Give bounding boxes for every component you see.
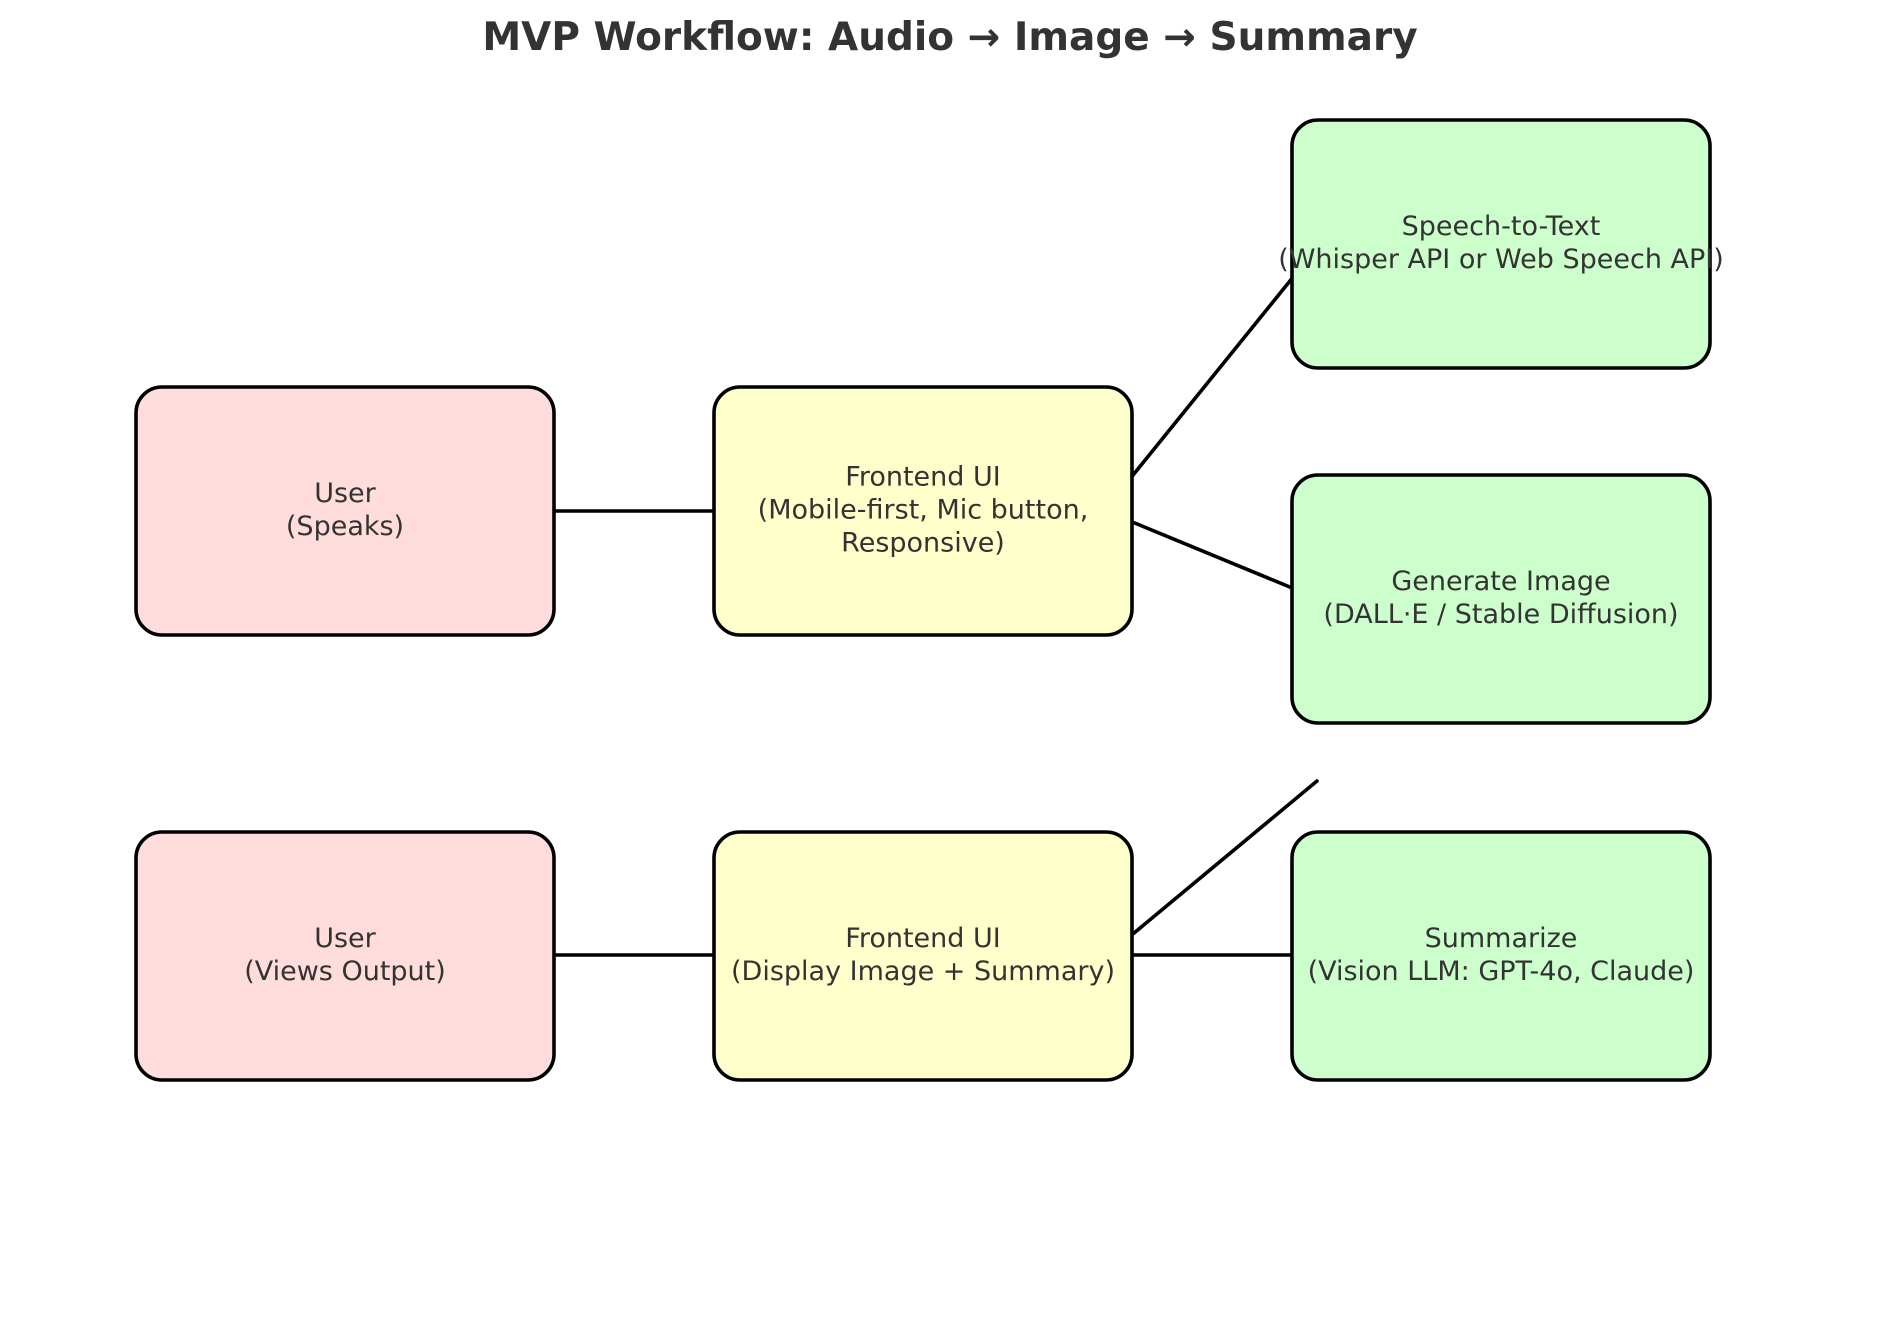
arrow-line-frontend-input-to-speech-to-text xyxy=(1106,248,1317,508)
arrow-line-frontend-input-to-generate-image xyxy=(1106,510,1316,599)
node-label-frontend-input-line-1: (Mobile-first, Mic button, xyxy=(758,495,1089,526)
node-user-views: User(Views Output) xyxy=(134,830,556,1082)
node-label-speech-to-text-line-1: (Whisper API or Web Speech API) xyxy=(1278,244,1724,275)
node-label-speech-to-text-line-0: Speech-to-Text xyxy=(1402,211,1601,242)
node-user-speaks: User(Speaks) xyxy=(134,385,556,637)
edge-user-speaks-to-frontend-input xyxy=(528,502,736,520)
node-label-user-speaks-line-0: User xyxy=(314,478,376,509)
node-frontend-input: Frontend UI(Mobile-first, Mic button,Res… xyxy=(712,385,1134,637)
node-label-frontend-input-line-2: Responsive) xyxy=(841,528,1005,559)
nodes-layer: User(Speaks)Frontend UI(Mobile-first, Mi… xyxy=(134,118,1724,1082)
edge-generate-image-to-frontend-output xyxy=(1108,779,1319,955)
node-label-summarize-line-1: (Vision LLM: GPT-4o, Claude) xyxy=(1308,956,1695,987)
node-label-user-speaks-line-1: (Speaks) xyxy=(286,511,404,542)
node-box-user-speaks xyxy=(134,385,556,637)
node-speech-to-text: Speech-to-Text(Whisper API or Web Speech… xyxy=(1278,118,1724,370)
node-box-frontend-output xyxy=(712,830,1134,1082)
edge-frontend-output-to-user-views xyxy=(532,946,740,964)
node-label-user-views-line-0: User xyxy=(314,923,376,954)
node-generate-image: Generate Image(DALL·E / Stable Diffusion… xyxy=(1290,473,1712,725)
diagram-title: MVP Workflow: Audio → Image → Summary xyxy=(482,15,1417,60)
node-box-speech-to-text xyxy=(1290,118,1712,370)
edge-frontend-input-to-speech-to-text xyxy=(1106,248,1317,508)
node-box-generate-image xyxy=(1290,473,1712,725)
node-label-generate-image-line-0: Generate Image xyxy=(1391,566,1610,597)
node-label-summarize-line-0: Summarize xyxy=(1425,923,1578,954)
arrow-line-generate-image-to-frontend-output xyxy=(1108,779,1319,955)
node-box-user-views xyxy=(134,830,556,1082)
node-box-frontend-input xyxy=(712,385,1134,637)
node-frontend-output: Frontend UI(Display Image + Summary) xyxy=(712,830,1134,1082)
node-label-frontend-input-line-0: Frontend UI xyxy=(845,462,1000,493)
node-label-frontend-output-line-0: Frontend UI xyxy=(845,923,1000,954)
node-label-user-views-line-1: (Views Output) xyxy=(244,956,446,987)
edge-frontend-output-to-summarize xyxy=(1108,946,1315,964)
node-label-frontend-output-line-1: (Display Image + Summary) xyxy=(731,956,1115,987)
node-label-generate-image-line-1: (DALL·E / Stable Diffusion) xyxy=(1323,599,1678,630)
node-summarize: Summarize(Vision LLM: GPT-4o, Claude) xyxy=(1290,830,1712,1082)
node-box-summarize xyxy=(1290,830,1712,1082)
edge-frontend-input-to-generate-image xyxy=(1106,510,1316,601)
